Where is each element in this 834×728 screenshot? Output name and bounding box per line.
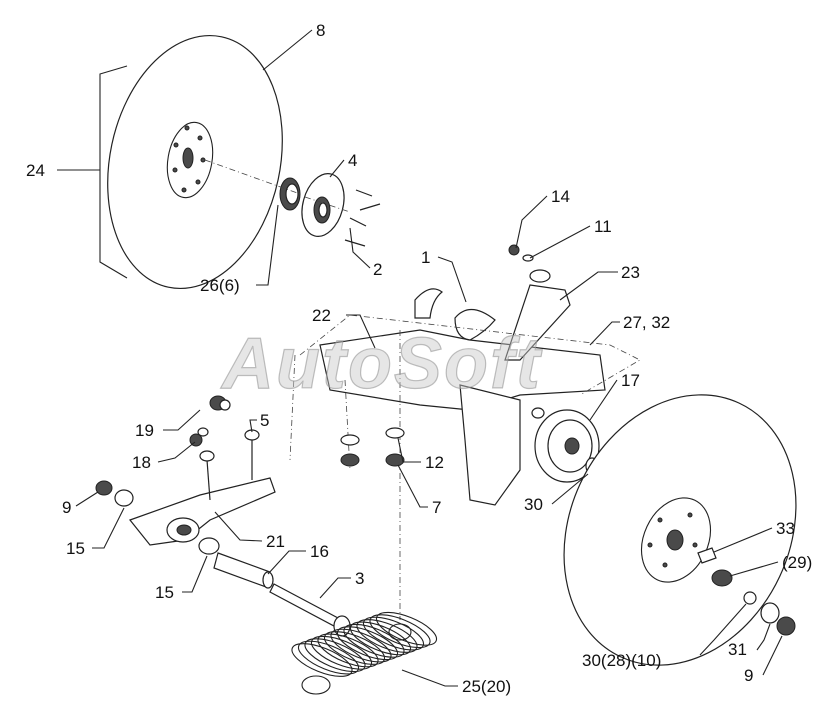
leader-lines (57, 29, 783, 687)
bearing (279, 177, 301, 211)
callout-15-lower: 15 (155, 583, 174, 602)
callout-15-left: 15 (66, 539, 85, 558)
callout-11: 11 (594, 217, 612, 236)
spring-coil (375, 611, 438, 646)
hub-bolts (344, 189, 381, 247)
callout-1: 1 (421, 248, 430, 267)
spring-coil (323, 631, 386, 665)
callout-2: 2 (373, 260, 382, 279)
spring-coil (291, 643, 353, 677)
spring-coil (304, 638, 366, 673)
callout-14: 14 (551, 187, 570, 206)
watermark: AutoSoft (220, 324, 543, 404)
callout-9-left: 9 (62, 498, 71, 517)
pin (213, 552, 274, 589)
spring-coil (369, 614, 431, 649)
callout-4: 4 (348, 151, 357, 170)
right-disc (563, 394, 797, 666)
callout-5: 5 (260, 411, 269, 430)
scraper-wheel (531, 407, 600, 483)
spring-coil (297, 640, 360, 675)
spring-coil (310, 635, 373, 670)
axle-hardware (697, 547, 796, 636)
bushings-15-9 (95, 480, 220, 555)
callout-16: 16 (310, 542, 329, 561)
callout-24: 24 (26, 161, 45, 180)
spring-coil (356, 619, 418, 653)
callout-21: 21 (266, 532, 285, 551)
spring-hook (301, 675, 331, 695)
callout-27-32: 27, 32 (623, 313, 670, 332)
long-bolt (269, 583, 351, 637)
callout-19: 19 (135, 421, 154, 440)
callout-29: (29) (782, 553, 812, 572)
callout-17: 17 (621, 371, 640, 390)
spring-coil (349, 621, 412, 656)
small-hardware (508, 244, 534, 262)
callout-12: 12 (425, 453, 444, 472)
lower-arm (129, 477, 276, 546)
hub (301, 173, 345, 237)
callout-30-28-10: 30(28)(10) (582, 651, 661, 670)
spring-coil (330, 628, 392, 663)
callout-31: 31 (728, 640, 747, 659)
callout-labels: 8 4 24 2 26(6) 14 11 1 23 22 27, 32 17 1… (26, 21, 812, 696)
spring (291, 611, 438, 695)
left-disc (107, 34, 283, 290)
callout-25-20: 25(20) (462, 677, 511, 696)
bolts-5 (199, 429, 260, 501)
callout-18: 18 (132, 453, 151, 472)
callout-9-right: 9 (744, 666, 753, 685)
nuts-washers (340, 427, 405, 467)
spring-coil (362, 616, 425, 651)
callout-7: 7 (432, 498, 441, 517)
callout-33: 33 (776, 519, 795, 538)
spring-coil (317, 633, 379, 668)
fittings-18-19 (189, 395, 231, 447)
callout-8: 8 (316, 21, 325, 40)
main-arm (319, 269, 606, 506)
spring-hook (388, 623, 412, 641)
callout-30-upper: 30 (524, 495, 543, 514)
callout-3: 3 (355, 569, 364, 588)
callout-22: 22 (312, 306, 331, 325)
callout-26-6: 26(6) (200, 276, 240, 295)
callout-23: 23 (621, 263, 640, 282)
